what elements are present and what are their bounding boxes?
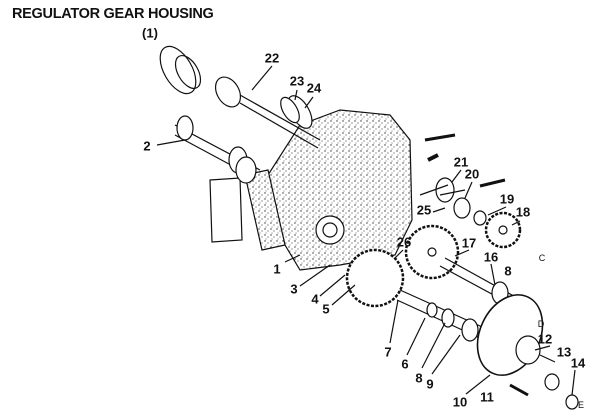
- callout-4: 4: [311, 291, 319, 307]
- callout-2: 2: [143, 138, 151, 154]
- callout-25: 25: [416, 202, 432, 218]
- callout-e: E: [577, 400, 585, 410]
- callout-22: 22: [264, 50, 280, 66]
- housing-cover: [244, 169, 286, 251]
- sprocket-17: [404, 224, 460, 280]
- callout-12: 12: [537, 331, 553, 347]
- mounting-plate: [209, 177, 243, 243]
- callout-d: D: [537, 319, 545, 329]
- shaft-22: [239, 94, 321, 141]
- callout-5: 5: [322, 301, 330, 317]
- bearing-21: [435, 177, 455, 203]
- callout-8-upper: 8: [504, 263, 512, 279]
- callout-13: 13: [556, 344, 572, 360]
- cover-flange: [159, 45, 197, 95]
- callout-23: 23: [289, 73, 305, 89]
- callout-14: 14: [570, 355, 586, 371]
- callout-11: 11: [480, 389, 494, 405]
- callout-24: 24: [306, 80, 322, 96]
- callout-7: 7: [384, 344, 392, 360]
- callout-18: 18: [515, 204, 531, 220]
- callout-17: 17: [461, 235, 477, 251]
- callout-8-lower: 8: [415, 370, 423, 386]
- callout-c: C: [538, 253, 546, 263]
- callout-9: 9: [426, 376, 434, 392]
- callout-6: 6: [401, 356, 409, 372]
- callout-21: 21: [453, 154, 469, 170]
- callout-10: 10: [452, 394, 468, 410]
- callout-26: 26: [396, 234, 412, 250]
- callout-19: 19: [499, 191, 515, 207]
- callout-20: 20: [464, 166, 480, 182]
- sprocket-18: [484, 211, 522, 249]
- callout-16: 16: [483, 249, 499, 265]
- callout-3: 3: [290, 281, 298, 297]
- gear-housing: [267, 109, 413, 271]
- callout-1-paren: (1): [142, 25, 158, 41]
- diagram-title: REGULATOR GEAR HOUSING: [12, 6, 214, 22]
- callout-1: 1: [273, 261, 281, 277]
- gear-5: [345, 248, 405, 308]
